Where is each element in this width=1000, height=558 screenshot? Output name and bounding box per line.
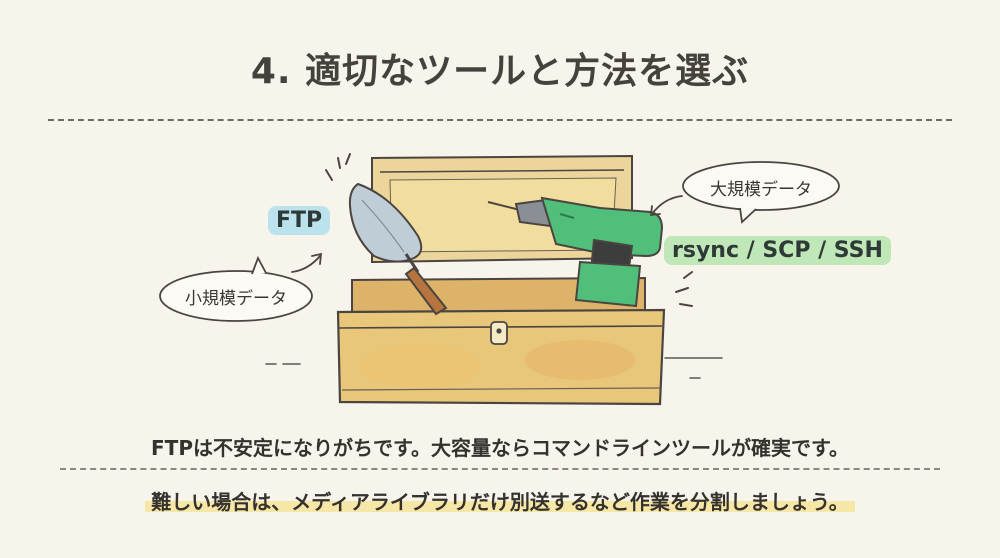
ftp-label: FTP xyxy=(268,206,331,235)
title-divider xyxy=(48,119,952,121)
ground-lines xyxy=(265,357,723,379)
bubble-shapes xyxy=(159,161,840,322)
page-title: 4. 適切なツールと方法を選ぶ xyxy=(250,51,750,92)
caption-line-2: 難しい場合は、メディアライブラリだけ別送するなど作業を分割しましょう。 xyxy=(145,490,855,514)
caption-line-1: FTPは不安定になりがちです。大容量ならコマンドラインツールが確実です。 xyxy=(151,436,849,460)
small-data-bubble: 小規模データ xyxy=(185,288,287,309)
rsync-label: rsync / SCP / SSH xyxy=(664,236,891,265)
trowel-icon xyxy=(325,153,448,316)
caption-line-2-wrapper: 難しい場合は、メディアライブラリだけ別送するなど作業を分割しましょう。 xyxy=(0,486,1000,515)
power-drill-icon xyxy=(487,196,693,308)
large-data-bubble: 大規模データ xyxy=(710,179,812,200)
caption-divider xyxy=(60,468,940,470)
arrow-icons xyxy=(291,195,683,273)
